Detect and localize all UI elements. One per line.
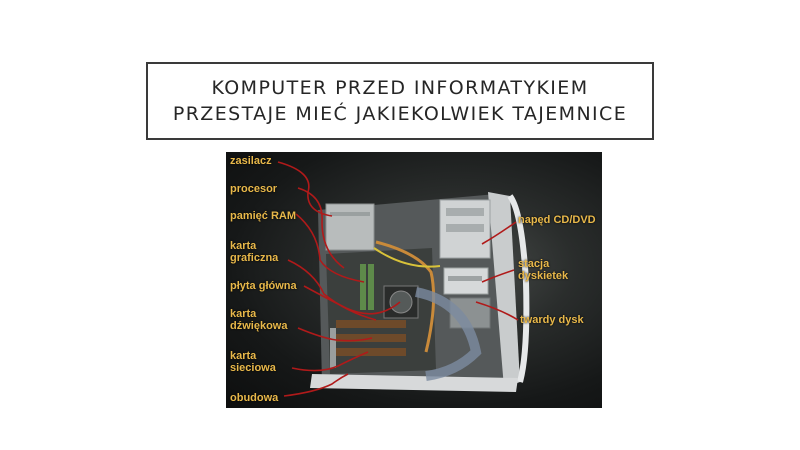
leader-naped — [481, 221, 517, 245]
leader-karta-sieciowa — [291, 351, 369, 372]
ram-slot-1 — [360, 264, 366, 310]
label-karta-sieciowa-1: karta — [230, 350, 257, 362]
label-karta-dzwiekowa-2: dźwiękowa — [230, 320, 288, 332]
expansion-brackets — [330, 328, 336, 368]
label-twardy-dysk: twardy dysk — [520, 314, 584, 326]
cd-slot-2 — [446, 224, 484, 232]
computer-case-photo: zasilacz procesor pamięć RAM karta grafi… — [226, 152, 602, 408]
leader-stacja — [481, 269, 515, 283]
computer-case-illustration — [277, 161, 530, 397]
leader-karta-dzwiekowa — [297, 327, 373, 342]
cable-yellow — [373, 247, 441, 268]
leader-ram — [295, 213, 365, 283]
leader-plyta — [303, 285, 401, 315]
pci-slot-1 — [336, 320, 406, 328]
floppy-slot — [448, 276, 482, 281]
label-zasilacz: zasilacz — [230, 155, 272, 167]
leader-lines — [277, 161, 519, 397]
leader-dysk — [475, 301, 519, 321]
case-door-edge — [507, 194, 530, 383]
cd-slot-1 — [446, 208, 484, 216]
leader-zasilacz — [277, 161, 333, 217]
label-karta-graficzna-1: karta — [230, 240, 257, 252]
label-karta-graficzna-2: graficzna — [230, 252, 279, 264]
leader-procesor — [297, 187, 345, 269]
label-stacja-2: dyskietek — [518, 270, 569, 282]
cpu-fan — [389, 290, 413, 314]
label-obudowa: obudowa — [230, 392, 279, 404]
label-karta-dzwiekowa-1: karta — [230, 308, 257, 320]
title-line-2: PRZESTAJE MIEĆ JAKIEKOLWIEK TAJEMNICE — [172, 103, 628, 125]
power-supply — [325, 203, 375, 251]
ram-slot-2 — [368, 264, 374, 310]
title-line-1: KOMPUTER PRZED INFORMATYKIEM — [211, 77, 589, 99]
case-base — [310, 374, 518, 392]
title-box: KOMPUTER PRZED INFORMATYKIEM PRZESTAJE M… — [146, 62, 654, 140]
case-side-panel — [488, 192, 520, 388]
leader-karta-graficzna — [287, 259, 377, 321]
label-karta-sieciowa-2: sieciowa — [230, 362, 276, 374]
label-plyta-glowna: płyta główna — [230, 280, 297, 292]
label-procesor: procesor — [230, 183, 278, 195]
ribbon-cable — [414, 287, 482, 381]
leader-obudowa — [283, 373, 349, 397]
pci-slot-3 — [336, 348, 406, 356]
label-naped-cd-dvd: napęd CD/DVD — [518, 214, 596, 226]
label-ram: pamięć RAM — [230, 210, 297, 222]
cable-bundle — [375, 240, 436, 353]
psu-vent — [330, 212, 370, 216]
label-stacja-1: stacja — [518, 258, 550, 270]
